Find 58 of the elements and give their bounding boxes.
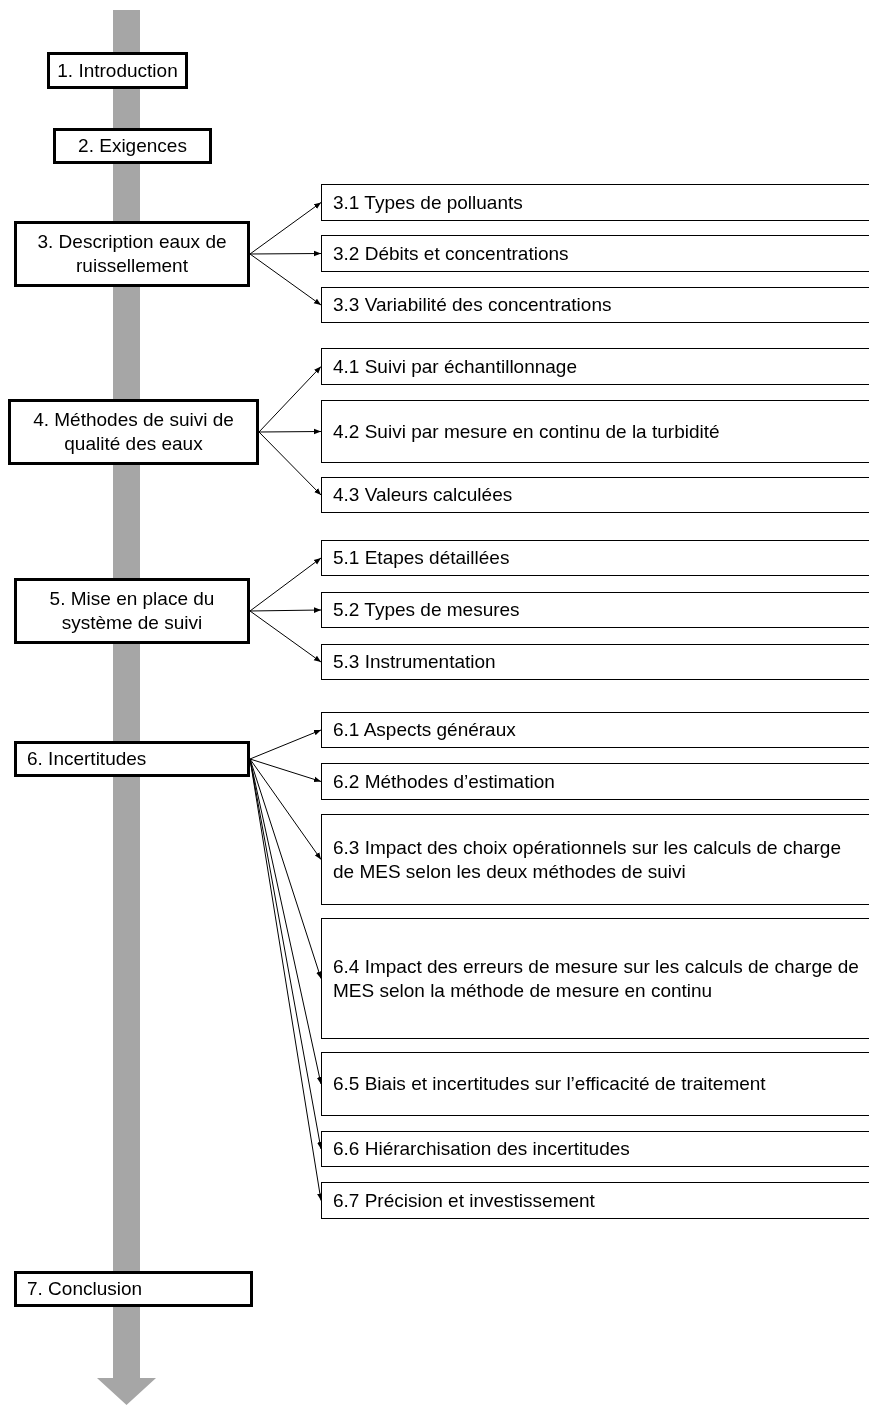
section-box	[321, 592, 869, 628]
arrow	[249, 758, 322, 783]
section-box	[321, 477, 869, 513]
chapter-title: 3. Description eaux de ruissellement	[36, 230, 228, 278]
section-box	[321, 400, 869, 463]
arrow	[249, 250, 322, 257]
arrow	[258, 366, 322, 433]
section-title: 6.2 Méthodes d’estimation	[333, 769, 555, 794]
section-title: 6.6 Hiérarchisation des incertitudes	[333, 1137, 630, 1161]
arrow	[249, 607, 322, 613]
section-title: 6.7 Précision et investissement	[333, 1188, 595, 1213]
chapter-title: 5. Mise en place du système de suivi	[48, 587, 216, 635]
chapter-box	[14, 221, 250, 287]
chapter-title: 4. Méthodes de suivi de qualité des eaux	[32, 408, 235, 456]
section-title: 5.2 Types de mesures	[333, 598, 520, 622]
section-box	[321, 763, 869, 800]
section-box	[321, 184, 869, 221]
chapter-title: 1. Introduction	[57, 58, 178, 83]
arrow	[249, 202, 322, 255]
section-box	[321, 1182, 869, 1219]
section-box	[321, 287, 869, 323]
section-title: 5.3 Instrumentation	[333, 650, 496, 674]
section-title: 6.3 Impact des choix opérationnels sur les calculs de charge de MES selon les deux méthodes de suivi	[333, 835, 842, 884]
section-box	[321, 235, 869, 272]
section-box	[321, 918, 869, 1039]
section-title: 4.3 Valeurs calculées	[333, 483, 513, 507]
chapter-box	[14, 741, 250, 777]
section-title: 6.4 Impact des erreurs de mesure sur les calculs de charge de MES selon la méthode de mesure en continu	[333, 954, 860, 1003]
chapter-box	[8, 399, 259, 465]
chapter-box	[14, 1271, 253, 1307]
section-title: 4.2 Suivi par mesure en continu de la turbidité	[333, 419, 720, 444]
arrow	[258, 428, 322, 435]
chapter-box	[14, 578, 250, 644]
section-title: 6.5 Biais et incertitudes sur l’efficacité de traitement	[333, 1072, 766, 1096]
section-box	[321, 540, 869, 576]
section-title: 3.1 Types de polluants	[333, 190, 523, 215]
section-title: 4.1 Suivi par échantillonnage	[333, 354, 577, 379]
section-box	[321, 1052, 869, 1116]
section-box	[321, 644, 869, 680]
arrow	[249, 557, 322, 612]
chapter-box	[47, 52, 188, 89]
chapter-title: 2. Exigences	[78, 134, 187, 158]
chapter-title: 6. Incertitudes	[27, 747, 147, 771]
arrow	[249, 253, 322, 306]
chapter-box	[53, 128, 212, 164]
section-title: 3.2 Débits et concentrations	[333, 241, 569, 266]
arrow	[249, 729, 322, 760]
section-title: 3.3 Variabilité des concentrations	[333, 293, 612, 317]
section-box	[321, 712, 869, 748]
chapter-title: 7. Conclusion	[27, 1277, 143, 1301]
arrow	[249, 610, 322, 663]
arrow	[258, 431, 322, 496]
section-box	[321, 814, 869, 905]
arrow	[249, 758, 322, 860]
section-box	[321, 1131, 869, 1167]
section-title: 5.1 Etapes détaillées	[333, 546, 510, 570]
section-box	[321, 348, 869, 385]
section-title: 6.1 Aspects généraux	[333, 718, 516, 742]
